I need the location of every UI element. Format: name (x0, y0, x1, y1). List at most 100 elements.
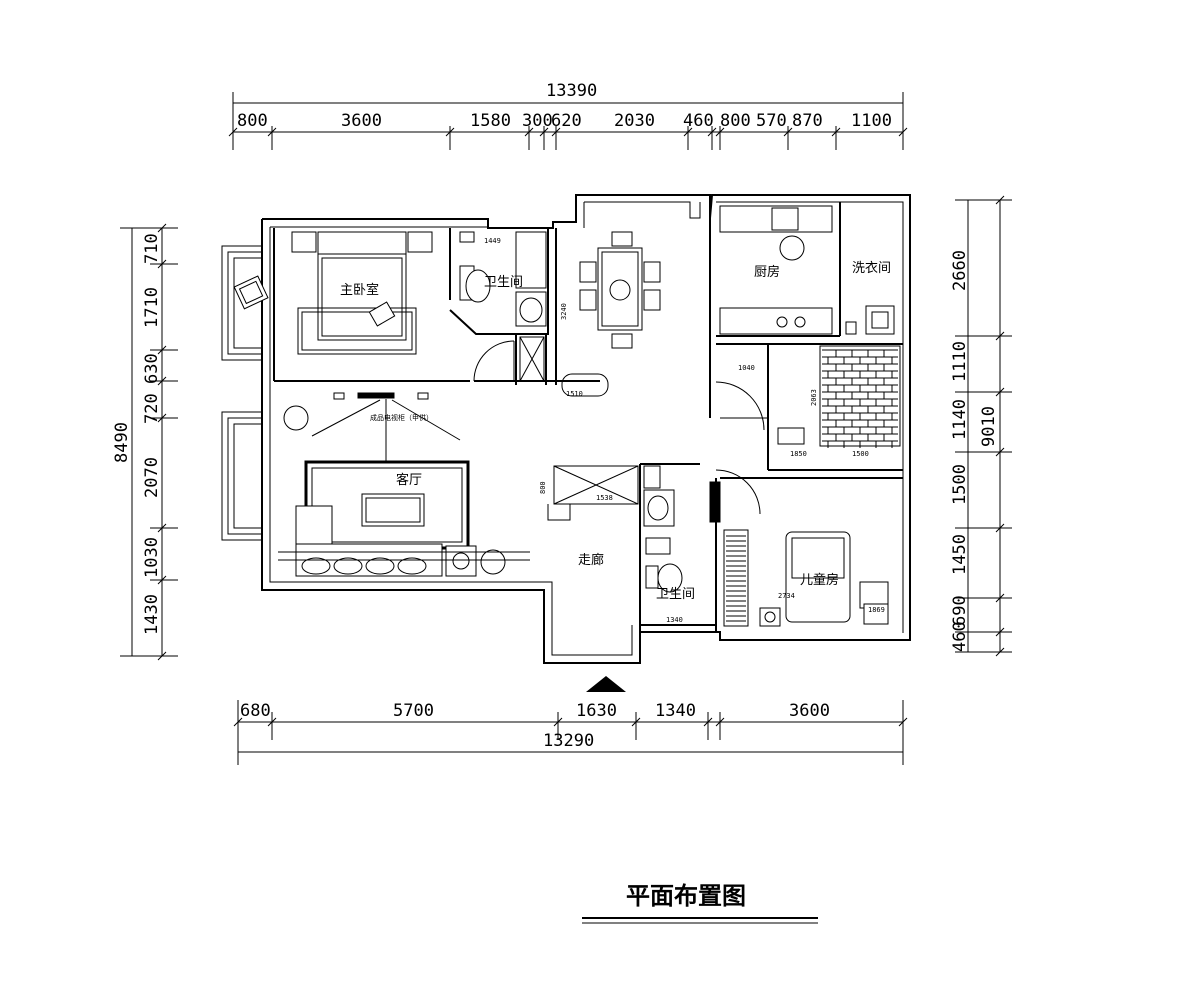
hatched-room (777, 345, 901, 448)
label-living-room: 客厅 (396, 472, 422, 488)
dimension-slash (524, 127, 534, 137)
dimension-slash (995, 627, 1005, 637)
top-dim-10: 870 (792, 111, 823, 131)
bath2-furniture (643, 465, 683, 593)
top-dim-9: 570 (756, 111, 787, 131)
right-dim-5: 1450 (950, 534, 970, 575)
dimension-slash (995, 593, 1005, 603)
right-total-dimension: 9010 (979, 406, 999, 447)
anno-3240: 3240 (560, 303, 568, 320)
right-dimension-chain: 9010 2660 1110 1140 1500 1450 690 460 (950, 195, 1012, 657)
label-bath-1: 卫生间 (484, 275, 523, 290)
dimension-slash (715, 717, 725, 727)
dimension-slash (157, 223, 167, 233)
anno-tv-cabinet: 成品电视柜（甲供） (370, 413, 433, 422)
bottom-dim-4: 1340 (655, 701, 696, 721)
dimension-slash (995, 387, 1005, 397)
left-dim-5: 2070 (142, 457, 162, 498)
bottom-dim-1: 680 (240, 701, 271, 721)
top-dim-3: 1580 (470, 111, 511, 131)
label-laundry: 洗衣间 (852, 260, 891, 276)
top-dim-7: 460 (683, 111, 714, 131)
left-dim-7: 1430 (142, 594, 162, 635)
label-bath-2: 卫生间 (656, 587, 695, 602)
top-dim-4: 300 (522, 111, 553, 131)
dimension-slash (683, 127, 693, 137)
dimension-slash (445, 127, 455, 137)
dimension-slash (995, 447, 1005, 457)
dimension-slash (898, 717, 908, 727)
anno-2063: 2063 (810, 389, 818, 406)
dimension-slash (715, 127, 725, 137)
dimension-slash (995, 331, 1005, 341)
anno-800: 800 (539, 481, 547, 494)
dimension-slash (631, 717, 641, 727)
left-total-dimension: 8490 (112, 422, 132, 463)
right-dim-1: 2660 (950, 250, 970, 291)
interior-walls (273, 195, 903, 632)
label-kids-room: 儿童房 (800, 572, 839, 588)
right-dim-2: 1110 (950, 341, 970, 382)
anno-1040: 1040 (738, 364, 755, 372)
dimension-slash (539, 127, 549, 137)
master-bedroom-furniture (233, 231, 433, 355)
anno-1340: 1340 (666, 616, 683, 624)
bottom-total-dimension: 13290 (543, 731, 594, 751)
top-dim-5: 620 (551, 111, 582, 131)
dimension-slash (995, 195, 1005, 205)
dimension-slash (157, 413, 167, 423)
dimension-slash (703, 717, 713, 727)
bottom-dimension-chain: 680 5700 1630 1340 3600 13290 (233, 700, 908, 765)
label-corridor: 走廊 (578, 552, 604, 568)
anno-1538: 1538 (596, 494, 613, 502)
right-dim-3: 1140 (950, 399, 970, 440)
anno-1510: 1510 (566, 390, 583, 398)
kitchen-furniture (719, 205, 895, 335)
left-dimension-chain: 8490 710 1710 630 720 2070 1030 1430 (112, 223, 178, 661)
top-total-dimension: 13390 (546, 81, 597, 101)
anno-2734: 2734 (778, 592, 795, 600)
anno-1850: 1850 (790, 450, 807, 458)
living-room-furniture (278, 392, 530, 577)
dimension-slash (157, 651, 167, 661)
label-master-bedroom: 主卧室 (340, 282, 379, 298)
dimension-slash (553, 717, 563, 727)
top-dim-2: 3600 (341, 111, 382, 131)
dimension-slash (551, 127, 561, 137)
dimension-slash (707, 127, 717, 137)
left-dim-2: 1710 (142, 287, 162, 328)
right-dim-4: 1500 (950, 464, 970, 505)
bath1-furniture (459, 231, 547, 327)
top-dim-1: 800 (237, 111, 268, 131)
bottom-dim-3: 1630 (576, 701, 617, 721)
dimension-slash (157, 523, 167, 533)
top-dim-11: 1100 (851, 111, 892, 131)
top-dim-6: 2030 (614, 111, 655, 131)
left-dim-6: 1030 (142, 537, 162, 578)
dimension-slash (995, 523, 1005, 533)
left-dim-4: 720 (142, 393, 162, 424)
dimension-slash (831, 127, 841, 137)
dimension-slash (157, 259, 167, 269)
dimension-slash (228, 127, 238, 137)
right-dim-7: 460 (950, 621, 970, 652)
dining-furniture (579, 231, 661, 349)
dimension-slash (267, 717, 277, 727)
label-kitchen: 厨房 (754, 264, 780, 280)
bottom-dim-5: 3600 (789, 701, 830, 721)
dimension-slash (995, 647, 1005, 657)
entrance-arrow-icon (586, 676, 626, 692)
dimension-slash (267, 127, 277, 137)
dimension-slash (783, 127, 793, 137)
dimension-slash (898, 127, 908, 137)
top-dimension-chain: 13390 800 3600 1580 300 620 2030 460 800… (228, 81, 908, 150)
drawing-title: 平面布置图 (626, 882, 746, 910)
bottom-dim-2: 5700 (393, 701, 434, 721)
exterior-walls (221, 194, 911, 664)
dimension-slash (157, 345, 167, 355)
dimension-slash (233, 717, 243, 727)
left-dim-1: 710 (142, 233, 162, 264)
anno-1869: 1869 (868, 606, 885, 614)
top-dim-8: 800 (720, 111, 751, 131)
